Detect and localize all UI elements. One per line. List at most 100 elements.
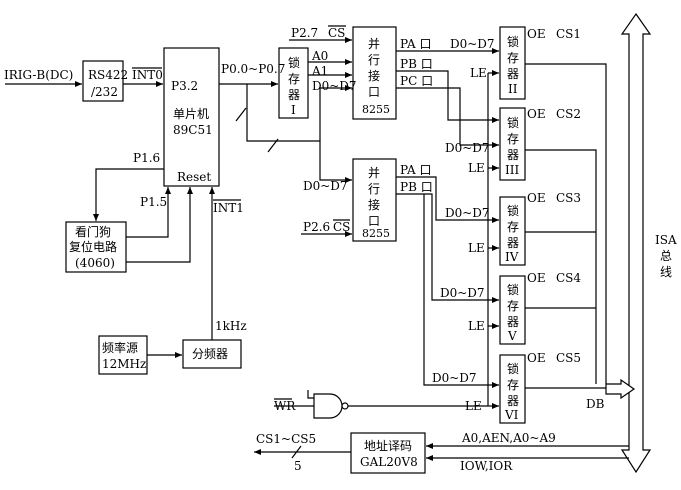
int0-label: INT0 bbox=[132, 68, 163, 82]
gal-label-1: 地址译码 bbox=[364, 439, 412, 453]
latch-3-char-3: 器 bbox=[507, 148, 519, 162]
isa-bus: ISA 总 线 bbox=[620, 12, 677, 474]
pc-upper-label: PC 口 bbox=[400, 74, 433, 88]
ppi-lower-part: 8255 bbox=[362, 227, 390, 240]
latch-6-char-1: 锁 bbox=[507, 361, 519, 376]
cs-count-label: 5 bbox=[294, 459, 302, 473]
cs-upper-label: CS bbox=[328, 26, 345, 40]
pa-upper-label: PA 口 bbox=[400, 37, 431, 51]
le-5-label: LE bbox=[468, 319, 485, 333]
rs232-label: /232 bbox=[91, 85, 118, 99]
mcu-pin-label: P3.2 bbox=[171, 79, 198, 93]
freq-label: 1kHz bbox=[215, 319, 247, 333]
latch-3-block: 锁 存 器 III bbox=[499, 107, 526, 181]
latch-3-char-1: 锁 bbox=[507, 115, 519, 130]
oe-4-label: OE bbox=[527, 191, 546, 205]
d07-latch5-label: D0~D7 bbox=[440, 286, 485, 300]
cs2-label: CS2 bbox=[556, 107, 581, 121]
divider-block: 分频器 bbox=[182, 339, 242, 369]
iow-ior-label: IOW,IOR bbox=[460, 459, 513, 473]
a0-label: A0 bbox=[311, 49, 328, 63]
p15-label: P1.5 bbox=[140, 195, 167, 209]
latch-5-char-2: 存 bbox=[507, 299, 519, 313]
le-3-label: LE bbox=[468, 161, 485, 175]
pb-upper-label: PB 口 bbox=[400, 57, 433, 71]
pb-lower-label: PB 口 bbox=[400, 180, 433, 194]
isa-label-3: 线 bbox=[660, 265, 672, 279]
mcu-part-label: 89C51 bbox=[173, 123, 213, 137]
latch-2-char-3: 器 bbox=[507, 67, 519, 81]
cs5-label: CS5 bbox=[556, 351, 581, 365]
watchdog-label-1: 看门狗 bbox=[75, 224, 111, 239]
watchdog-label-2: 复位电路 bbox=[69, 239, 117, 254]
mcu-block: P3.2 单片机 89C51 Reset bbox=[163, 47, 220, 187]
le-4-label: LE bbox=[468, 241, 485, 255]
latch-6-char-2: 存 bbox=[507, 378, 519, 392]
oe-5-label: OE bbox=[527, 271, 546, 285]
ppi-upper-char-3: 接 bbox=[368, 68, 380, 83]
latch-4-char-3: 器 bbox=[507, 236, 519, 250]
d07-latch2-label: D0~D7 bbox=[450, 37, 495, 51]
pa-lower-label: PA 口 bbox=[400, 163, 431, 177]
p27-label: P2.7 bbox=[291, 26, 318, 40]
mcu-reset-label: Reset bbox=[177, 170, 211, 184]
latch-4-char-2: 存 bbox=[507, 220, 519, 234]
latch-5-char-1: 锁 bbox=[507, 282, 519, 297]
ppi-8255-lower: 并 行 接 口 8255 bbox=[352, 158, 397, 242]
oe-2-label: OE bbox=[527, 27, 546, 41]
ppi-upper-char-1: 并 bbox=[368, 37, 380, 51]
cs-lower-label: CS bbox=[333, 220, 350, 234]
oscillator-block: 频率源 12MHz bbox=[98, 335, 148, 375]
ppi-lower-char-1: 并 bbox=[368, 166, 380, 180]
int1-label: INT1 bbox=[213, 201, 244, 215]
latch-4-block: 锁 存 器 IV bbox=[499, 196, 526, 266]
cs3-label: CS3 bbox=[556, 191, 581, 205]
latch-6-number: VI bbox=[504, 408, 519, 422]
cs1-label: CS1 bbox=[556, 27, 581, 41]
oe-3-label: OE bbox=[527, 107, 546, 121]
latch-5-char-3: 器 bbox=[507, 315, 519, 329]
d07-latch4-label: D0~D7 bbox=[445, 206, 490, 220]
latch-2-number: II bbox=[508, 82, 518, 96]
latch-1-char-1: 锁 bbox=[288, 55, 300, 70]
gal-decoder-block: 地址译码 GAL20V8 bbox=[350, 432, 426, 474]
address-lines-label: A0,AEN,A0~A9 bbox=[461, 431, 556, 445]
latch-1-char-2: 存 bbox=[288, 72, 300, 86]
p26-label: P2.6 bbox=[303, 220, 330, 234]
divider-label: 分频器 bbox=[192, 347, 228, 361]
oe-6-label: OE bbox=[527, 351, 546, 365]
ppi-upper-char-2: 行 bbox=[368, 53, 380, 67]
ppi-lower-char-2: 行 bbox=[368, 182, 380, 196]
oscillator-label-2: 12MHz bbox=[102, 357, 146, 371]
latch-5-block: 锁 存 器 V bbox=[499, 275, 526, 345]
latch-1-block: 锁 存 器 I bbox=[278, 47, 309, 119]
p0-bus-label: P0.0~P0.7 bbox=[221, 62, 285, 76]
latch-6-char-3: 器 bbox=[507, 394, 519, 408]
mcu-name-label: 单片机 bbox=[173, 107, 209, 121]
latch-2-char-1: 锁 bbox=[507, 34, 519, 49]
isa-label-2: 总 bbox=[660, 249, 672, 263]
watchdog-label-3: (4060) bbox=[75, 256, 115, 270]
d07-lower-label: D0~D7 bbox=[303, 179, 348, 193]
d07-latch6-label: D0~D7 bbox=[432, 371, 477, 385]
signal-labels: IRIG-B(DC) INT0 P0.0~P0.7 P1.6 P1.5 INT1… bbox=[4, 25, 605, 473]
le-6-label: LE bbox=[465, 399, 482, 413]
latch-6-block: 锁 存 器 VI bbox=[499, 354, 526, 424]
ppi-8255-upper: 并 行 接 口 8255 bbox=[352, 26, 397, 120]
db-label: DB bbox=[586, 397, 605, 411]
wires bbox=[5, 37, 636, 461]
latch-1-char-3: 器 bbox=[288, 88, 300, 102]
irig-label: IRIG-B(DC) bbox=[4, 68, 73, 82]
latch-2-block: 锁 存 器 II bbox=[499, 26, 526, 100]
a1-label: A1 bbox=[311, 64, 328, 78]
wr-label: WR bbox=[274, 399, 296, 413]
d07-latch3-label: D0~D7 bbox=[445, 141, 490, 155]
latch-4-number: IV bbox=[505, 250, 519, 264]
watchdog-block: 看门狗 复位电路 (4060) bbox=[65, 221, 127, 273]
ppi-lower-char-4: 口 bbox=[368, 214, 380, 228]
oscillator-label-1: 频率源 bbox=[102, 340, 138, 355]
ppi-lower-char-3: 接 bbox=[368, 197, 380, 212]
latch-2-char-2: 存 bbox=[507, 51, 519, 65]
ppi-upper-part: 8255 bbox=[362, 103, 390, 116]
le-2-label: LE bbox=[470, 66, 487, 80]
